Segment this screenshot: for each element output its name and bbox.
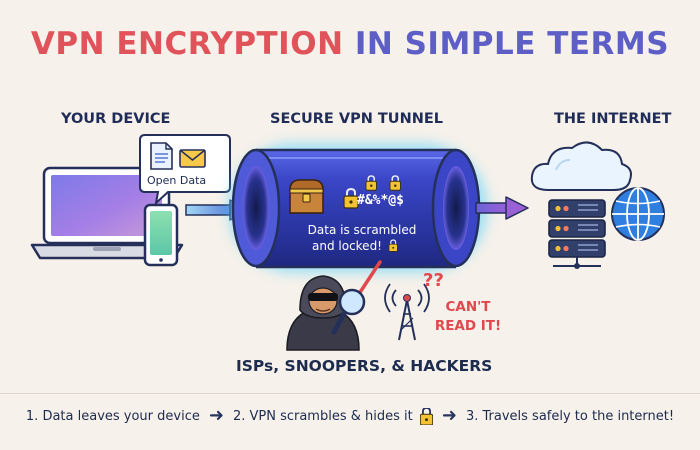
steps-bar: 1. Data leaves your device ➜ 2. VPN scra… (0, 402, 700, 430)
open-data-label: Open Data (147, 174, 207, 187)
arrow-right-icon: ➜ (208, 405, 224, 426)
step-3: 3. Travels safely to the internet! (465, 408, 675, 424)
title-part-2: IN SIMPLE TERMS (354, 26, 670, 62)
page-title: VPN ENCRYPTION IN SIMPLE TERMS (0, 26, 700, 62)
cant-read-line-1: CAN'T (445, 299, 491, 315)
section-the-internet: THE INTERNET (554, 111, 672, 127)
step-1: 1. Data leaves your device (25, 408, 200, 424)
threats-label: ISPs, SNOOPERS, & HACKERS (236, 357, 493, 375)
document-icon (150, 142, 173, 170)
server-icon (548, 199, 606, 269)
cant-read-label: CAN'T READ IT! (432, 298, 504, 336)
section-your-device: YOUR DEVICE (61, 111, 171, 127)
step-2: 2. VPN scrambles & hides it (232, 408, 413, 424)
signal-tower-icon (384, 283, 430, 341)
globe-icon (611, 187, 665, 241)
vpn-diagram (30, 134, 665, 351)
tunnel-caption-line-2: and locked! (312, 239, 382, 253)
tunnel-caption: Data is scrambled and locked! (286, 222, 438, 254)
cloud-icon (530, 141, 632, 191)
treasure-chest-icon (289, 179, 324, 214)
arrow-to-internet-icon (475, 196, 529, 220)
tunnel-caption-line-1: Data is scrambled (307, 223, 417, 237)
envelope-icon (179, 149, 206, 168)
question-marks: ?? (423, 270, 444, 291)
cant-read-line-2: READ IT! (434, 318, 502, 334)
magnifier-icon (331, 288, 366, 335)
arrow-right-icon: ➜ (441, 405, 457, 426)
scrambled-text: #&%*@$ (357, 193, 404, 208)
padlock-icon (343, 187, 359, 209)
padlock-icon (388, 239, 398, 252)
hacker-icon (286, 275, 360, 351)
phone-icon (143, 203, 179, 267)
padlock-icon (419, 407, 433, 425)
vpn-tunnel (228, 143, 488, 273)
step-2-group: 2. VPN scrambles & hides it (232, 407, 433, 425)
padlock-icon (389, 175, 401, 191)
divider (0, 393, 700, 394)
title-part-1: VPN ENCRYPTION (30, 26, 344, 62)
section-secure-vpn-tunnel: SECURE VPN TUNNEL (270, 111, 443, 127)
padlock-icon (365, 175, 377, 191)
